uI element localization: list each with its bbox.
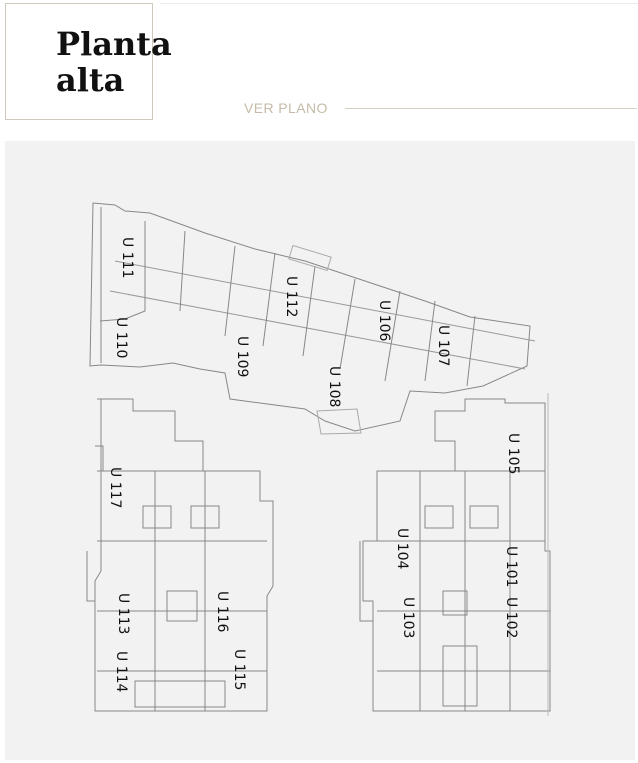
floor-plan-drawing: U 111 U 110 U 112 U 109 U 106 U 107 U 10…	[86, 202, 551, 716]
unit-label-u109[interactable]: U 109	[234, 336, 250, 377]
unit-label-u108[interactable]: U 108	[326, 366, 342, 407]
southwest-wing-outline	[94, 398, 274, 712]
unit-label-u102[interactable]: U 102	[503, 597, 519, 638]
north-wing-outline	[89, 202, 531, 432]
floor-plan: U 111 U 110 U 112 U 109 U 106 U 107 U 10…	[5, 141, 635, 760]
unit-label-u116[interactable]: U 116	[214, 591, 230, 633]
unit-label-u106[interactable]: U 106	[376, 300, 392, 342]
unit-label-u105[interactable]: U 105	[505, 433, 521, 474]
unit-label-u111[interactable]: U 111	[119, 237, 135, 278]
title-frame	[5, 3, 154, 120]
unit-label-u112[interactable]: U 112	[283, 276, 299, 317]
ver-plano-divider	[345, 108, 637, 109]
unit-label-u114[interactable]: U 114	[113, 651, 129, 693]
top-divider	[160, 3, 638, 4]
unit-label-u113[interactable]: U 113	[115, 593, 131, 634]
unit-labels: U 111 U 110 U 112 U 109 U 106 U 107 U 10…	[107, 237, 521, 693]
title-line-2: alta	[56, 61, 125, 99]
ver-plano-link[interactable]: VER PLANO	[244, 100, 328, 116]
unit-label-u101[interactable]: U 101	[503, 546, 519, 587]
unit-label-u104[interactable]: U 104	[394, 528, 410, 570]
page-title: Planta alta	[56, 26, 172, 98]
unit-label-u103[interactable]: U 103	[400, 597, 416, 638]
title-line-1: Planta	[56, 25, 172, 63]
unit-label-u117[interactable]: U 117	[107, 467, 123, 508]
unit-label-u107[interactable]: U 107	[435, 325, 451, 366]
unit-label-u110[interactable]: U 110	[113, 317, 129, 358]
unit-label-u115[interactable]: U 115	[231, 649, 247, 690]
